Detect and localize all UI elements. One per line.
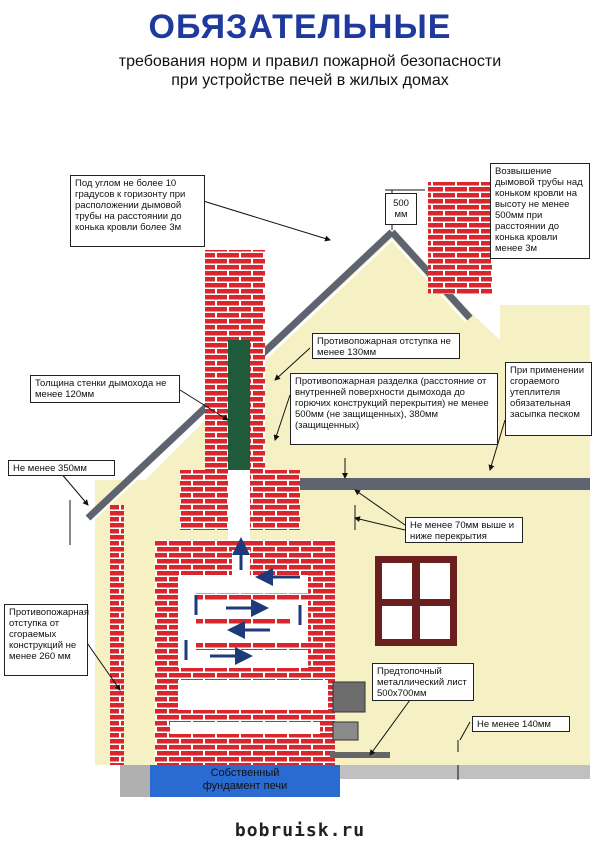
stove-foundation (150, 765, 340, 797)
page-subtitle: требования норм и правил пожарной безопа… (80, 52, 540, 90)
stove-door (332, 681, 366, 713)
ridge-chimney (428, 182, 492, 294)
pre-furnace-callout: Предтопочный металлический лист 500х700м… (372, 663, 474, 701)
dim-500-callout: 500 мм (385, 193, 417, 225)
min-350-callout: Не менее 350мм (8, 460, 115, 476)
fire-cut-callout: Противопожарная разделка (расстояние от … (290, 373, 498, 445)
min-140-callout: Не менее 140мм (472, 716, 570, 732)
wall-thickness-callout: Толщина стенки дымохода не менее 120мм (30, 375, 180, 403)
site-footer: bobruisk.ru (234, 820, 366, 841)
floor-slab (250, 478, 590, 490)
pre-furnace-sheet (330, 752, 390, 758)
roof-clearance-callout: Противопожарная отступка не менее 130мм (312, 333, 460, 359)
page-title: ОБЯЗАТЕЛЬНЫЕ (148, 8, 452, 46)
insulation-callout: При применении сгораемого утеплителя обя… (505, 362, 592, 436)
subtitle-line-1: требования норм и правил пожарной безопа… (118, 53, 502, 70)
foundation-label: Собственный фундамент печи (202, 767, 288, 792)
ridge-height-callout: Возвышение дымовой трубы над коньком кро… (490, 163, 590, 259)
outer-wall (110, 505, 124, 765)
wall-clearance-callout: Противопожарная отступка от сгораемых ко… (4, 604, 89, 676)
ash-door (332, 721, 359, 741)
subtitle-line-2: при устройстве печей в жилых домах (171, 72, 449, 89)
min-70-callout: Не менее 70мм выше и ниже перекрытия (405, 517, 523, 543)
roof-angle-callout: Под углом не более 10 градусов к горизон… (70, 175, 205, 247)
